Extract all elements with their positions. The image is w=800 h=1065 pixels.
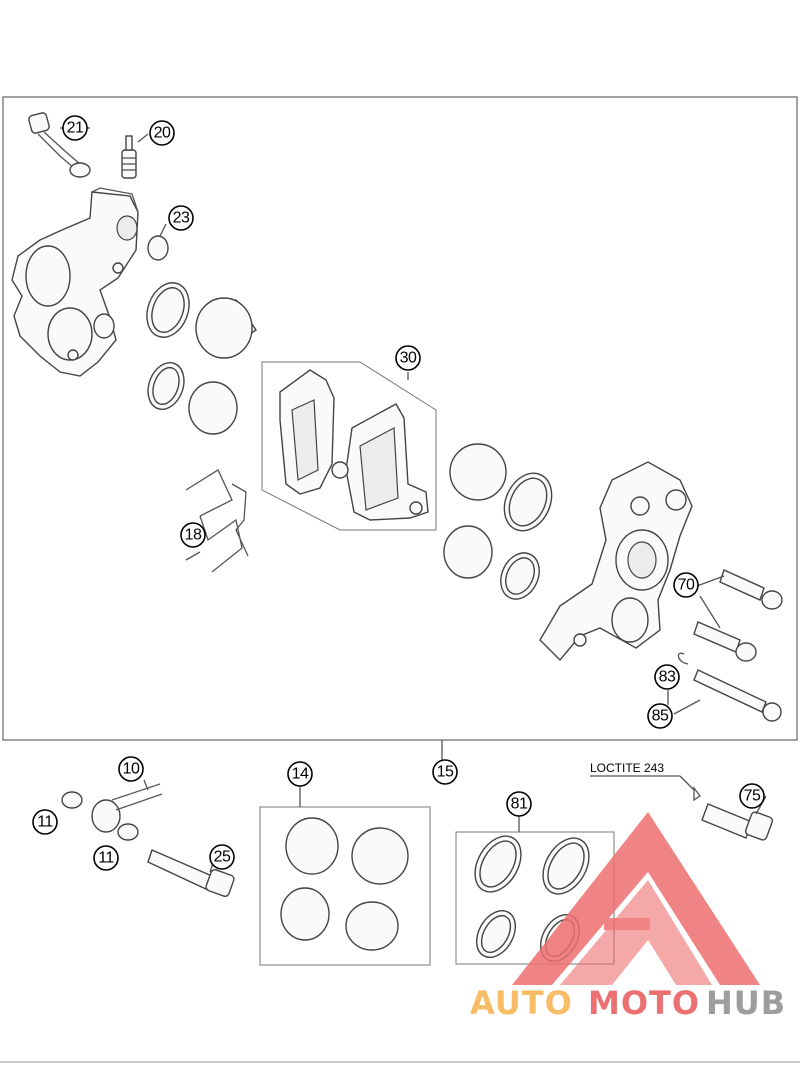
banjo-fitting xyxy=(61,783,163,841)
callout-30: 30 xyxy=(395,345,421,371)
banjo-bolt xyxy=(147,849,235,898)
automotohub-watermark: AUTO MOTO HUB xyxy=(470,812,786,1022)
svg-text:11: 11 xyxy=(37,814,53,831)
callout-11-a: 11 xyxy=(32,809,58,835)
right-pistons-seals xyxy=(443,443,553,600)
callout-23: 23 xyxy=(168,205,194,231)
svg-text:MOTO: MOTO xyxy=(588,984,700,1022)
loctite-note: LOCTITE 243 xyxy=(590,761,664,775)
bolt-75 xyxy=(693,786,774,841)
svg-text:HUB: HUB xyxy=(706,984,786,1022)
svg-text:81: 81 xyxy=(511,796,528,813)
callout-21: 21 xyxy=(62,115,88,141)
callout-18: 18 xyxy=(180,522,206,548)
svg-text:11: 11 xyxy=(98,850,114,867)
svg-text:20: 20 xyxy=(154,125,171,142)
svg-text:10: 10 xyxy=(123,761,140,778)
callout-70: 70 xyxy=(673,572,699,598)
svg-text:23: 23 xyxy=(173,210,190,227)
svg-text:30: 30 xyxy=(400,350,417,367)
svg-text:18: 18 xyxy=(185,527,202,544)
callout-11-b: 11 xyxy=(93,845,119,871)
caliper-bolts xyxy=(677,569,783,722)
piston-kit xyxy=(259,806,431,966)
callout-85: 85 xyxy=(647,703,673,729)
callout-81: 81 xyxy=(506,791,532,817)
svg-text:70: 70 xyxy=(678,577,695,594)
callout-75: 75 xyxy=(739,783,765,809)
svg-text:21: 21 xyxy=(67,120,84,137)
svg-text:83: 83 xyxy=(659,669,676,686)
o-ring-small xyxy=(147,235,169,261)
callout-83: 83 xyxy=(654,664,680,690)
svg-text:85: 85 xyxy=(652,708,669,725)
left-seals-pistons xyxy=(146,282,257,435)
svg-text:15: 15 xyxy=(437,764,454,781)
svg-text:14: 14 xyxy=(292,766,309,783)
callout-15: 15 xyxy=(432,759,458,785)
caliper-half-left xyxy=(11,187,139,377)
caliper-half-right xyxy=(539,461,693,662)
svg-text:25: 25 xyxy=(214,849,231,866)
callout-20: 20 xyxy=(149,120,175,146)
brake-pads-kit xyxy=(261,361,437,531)
caliper-assembly-frame xyxy=(2,96,798,741)
bleeder-valve xyxy=(121,135,137,179)
svg-text:AUTO: AUTO xyxy=(470,984,573,1022)
callout-14: 14 xyxy=(287,761,313,787)
bleeder-cap xyxy=(28,112,91,178)
svg-text:75: 75 xyxy=(744,788,761,805)
callout-25: 25 xyxy=(209,844,235,870)
pad-spring-clip xyxy=(185,469,249,573)
callout-10: 10 xyxy=(118,756,144,782)
